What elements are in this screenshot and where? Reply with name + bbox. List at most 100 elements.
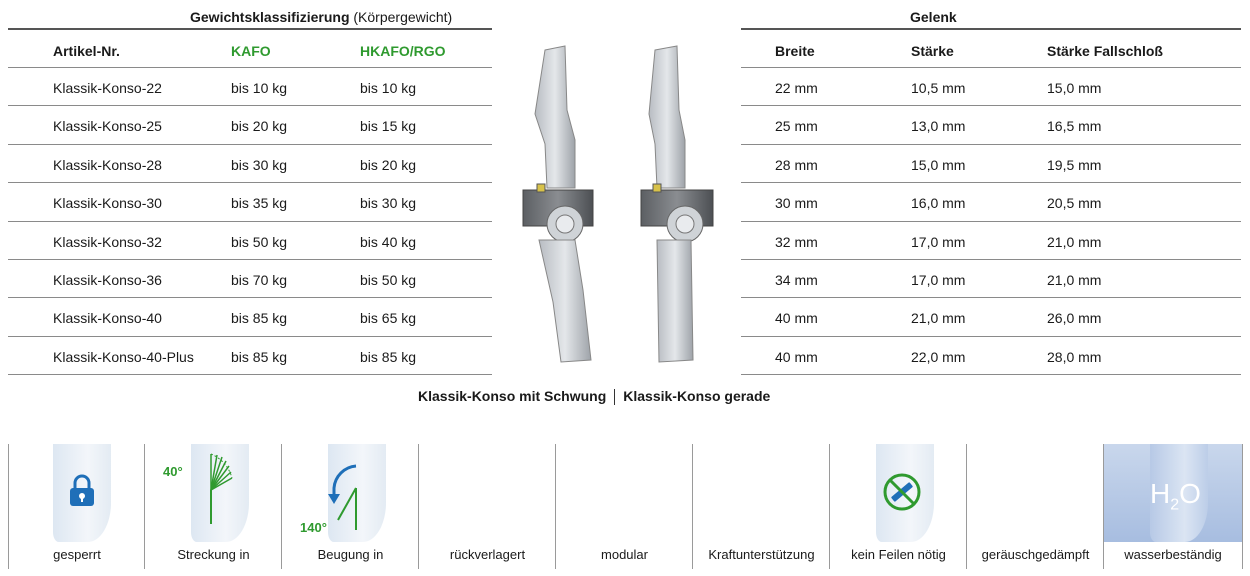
table-cell: 40 mm [775,310,818,326]
feature-tile-no-filing: kein Feilen nötig [829,444,967,569]
table-cell: bis 85 kg [360,349,417,365]
extension-fan-icon [210,453,233,524]
table-cell: bis 30 kg [231,157,288,173]
row-separator [741,297,1241,298]
table-cell: Klassik-Konso-40-Plus [53,349,194,365]
table-cell: 40 mm [775,349,818,365]
curved-joint-image [522,45,594,363]
no-file-icon [883,473,921,511]
weight-table-title: Gewichtsklassifizierung (Körpergewicht) [190,9,452,25]
table-cell: bis 10 kg [231,80,288,96]
table-cell: 22 mm [775,80,818,96]
feature-label: wasserbeständig [1124,547,1222,562]
table-cell: 32 mm [775,234,818,250]
table-cell: 34 mm [775,272,818,288]
table-cell: 22,0 mm [911,349,966,365]
weight-table-top-rule [8,28,492,30]
caption-straight: Klassik-Konso gerade [623,388,771,404]
table-cell: bis 10 kg [360,80,417,96]
table-cell: 15,0 mm [1047,80,1102,96]
col-header-hkafo: HKAFO/RGO [360,43,446,59]
feature-label: modular [601,547,648,562]
feature-tile-locked: gesperrt [8,444,145,569]
table-cell: 16,5 mm [1047,118,1102,134]
table-cell: 17,0 mm [911,272,966,288]
feature-label: Beugung in [317,547,384,562]
table-cell: bis 85 kg [231,310,288,326]
joint-product-illustration [522,45,714,363]
table-cell: bis 15 kg [360,118,417,134]
joint-table-top-rule [741,28,1241,30]
padlock-icon [70,474,94,506]
water-sub: 2 [1170,496,1180,514]
leg-background [191,444,249,542]
row-separator [741,67,1241,68]
feature-tile-noise-dampened: geräuschgedämpft [966,444,1104,569]
flexion-angle-label: 140° [300,520,327,535]
flexion-arrow-icon [328,464,357,530]
table-cell: 30 mm [775,195,818,211]
table-cell: bis 20 kg [360,157,417,173]
table-cell: 19,5 mm [1047,157,1102,173]
table-cell: bis 50 kg [360,272,417,288]
feature-label: Streckung in [177,547,250,562]
table-cell: bis 40 kg [360,234,417,250]
row-separator [8,105,492,106]
col-header-width: Breite [775,43,815,59]
col-header-lock-thickness: Stärke Fallschloß [1047,43,1163,59]
col-header-thickness: Stärke [911,43,954,59]
water-o: O [1179,478,1201,509]
row-separator [8,144,492,145]
table-cell: Klassik-Konso-25 [53,118,162,134]
row-separator [741,221,1241,222]
feature-tile-modular: modular [555,444,693,569]
table-cell: 21,0 mm [1047,272,1102,288]
leg-background [1150,444,1208,542]
row-separator [741,144,1241,145]
feature-tile-flexion: 140° Beugung in [281,444,419,569]
row-separator [741,374,1241,375]
table-cell: bis 70 kg [231,272,288,288]
row-separator [741,259,1241,260]
feature-label: kein Feilen nötig [851,547,946,562]
straight-joint-image [640,45,714,363]
joint-table-title: Gelenk [910,9,957,25]
table-cell: 28,0 mm [1047,349,1102,365]
feature-icon-strip: gesperrt 40° Streckung in 140° Beugung i… [8,444,1243,569]
table-cell: bis 50 kg [231,234,288,250]
row-separator [8,374,492,375]
row-separator [8,259,492,260]
table-cell: Klassik-Konso-22 [53,80,162,96]
caption-separator [614,389,616,406]
feature-label: Kraftunterstützung [708,547,815,562]
table-cell: 21,0 mm [911,310,966,326]
table-cell: 28 mm [775,157,818,173]
feature-tile-extension: 40° Streckung in [144,444,282,569]
table-cell: 17,0 mm [911,234,966,250]
table-cell: 26,0 mm [1047,310,1102,326]
table-cell: bis 35 kg [231,195,288,211]
water-h2o-label: H2O [1150,478,1201,515]
feature-tile-power-assist: Kraftunterstützung [692,444,830,569]
table-cell: Klassik-Konso-36 [53,272,162,288]
table-cell: 16,0 mm [911,195,966,211]
feature-label: geräuschgedämpft [981,547,1090,562]
extension-angle-label: 40° [163,464,183,479]
row-separator [8,336,492,337]
table-cell: bis 65 kg [360,310,417,326]
table-cell: Klassik-Konso-32 [53,234,162,250]
table-cell: Klassik-Konso-30 [53,195,162,211]
row-separator [741,105,1241,106]
table-cell: bis 30 kg [360,195,417,211]
col-header-kafo: KAFO [231,43,271,59]
feature-label: gesperrt [53,547,101,562]
feature-label: rückverlagert [449,547,526,562]
feature-tile-offset: rückverlagert [418,444,556,569]
row-separator [8,182,492,183]
table-cell: 15,0 mm [911,157,966,173]
table-cell: bis 85 kg [231,349,288,365]
row-separator [741,182,1241,183]
weight-title-light: (Körpergewicht) [353,9,453,25]
table-cell: bis 20 kg [231,118,288,134]
